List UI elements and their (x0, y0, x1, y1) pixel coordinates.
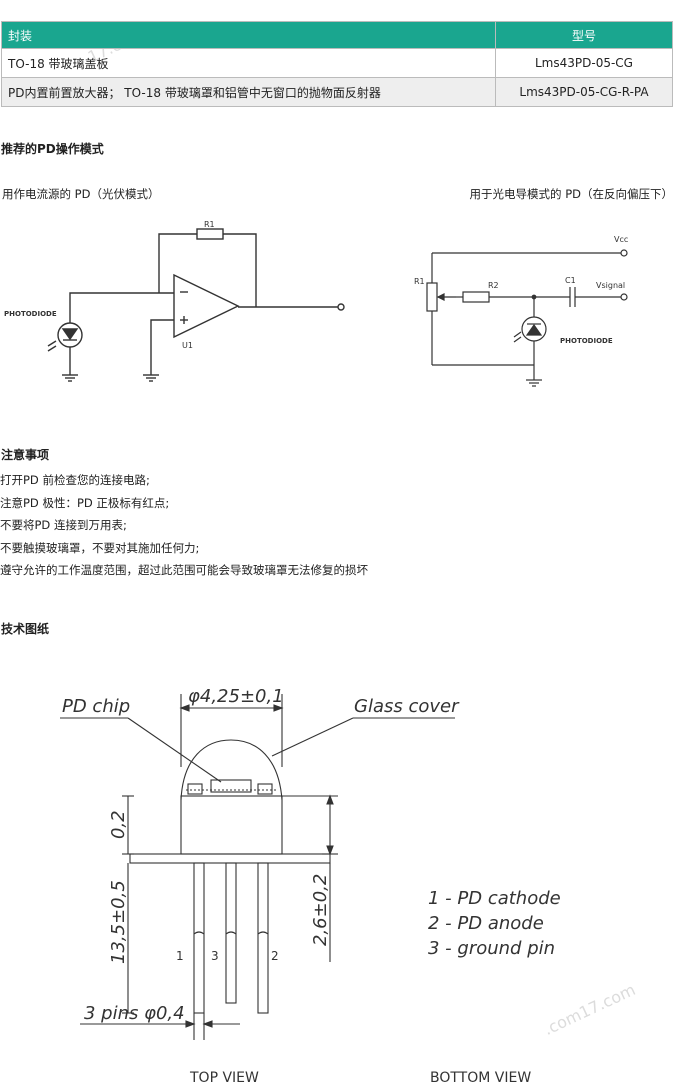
pd-chip-label: PD chip (62, 696, 130, 717)
legend-pin-1: 1 - PD cathode (428, 888, 561, 909)
photodiode-label: PHOTODIODE (4, 310, 57, 318)
r1-label: R1 (414, 277, 425, 286)
pin-label-3: 3 (211, 949, 219, 963)
modes-title: 推荐的PD操作模式 (1, 142, 104, 156)
table-row: PD内置前置放大器； TO-18 带玻璃罩和铝管中无窗口的抛物面反射器 Lms4… (1, 77, 673, 107)
table-cell-model: Lms43PD-05-CG (495, 48, 673, 78)
left-circuit-caption: 用作电流源的 PD（光伏模式） (2, 187, 160, 201)
list-item: 不要将PD 连接到万用表; (0, 518, 127, 532)
table-header-package: 封装 (1, 21, 496, 49)
legend-pin-2: 2 - PD anode (428, 913, 544, 934)
photovoltaic-circuit-diagram: R1 U1 PHOTODIODE (4, 220, 345, 382)
list-item: 不要触摸玻璃罩，不要对其施加任何力; (0, 540, 200, 555)
vcc-label: Vcc (614, 235, 628, 244)
drawing-title: 技术图纸 (1, 622, 50, 636)
diameter-label: φ4,25±0,1 (188, 686, 284, 707)
top-view-label: TOP VIEW (189, 1070, 259, 1086)
glass-cover-label: Glass cover (354, 696, 460, 717)
table-header-row: 封装 型号 (1, 21, 673, 49)
list-item: 遵守允许的工作温度范围，超过此范围可能会导致玻璃罩无法修复的损坏 (0, 563, 368, 577)
r1-label: R1 (204, 220, 215, 229)
pins-dimension-label: 3 pins φ0,4 (84, 1003, 185, 1024)
table-row: TO-18 带玻璃盖板 Lms43PD-05-CG (1, 48, 673, 78)
photoconductive-circuit-diagram: Vcc Vsignal R1 R2 C1 PHOTODIODE (414, 235, 628, 387)
bottom-view-label: BOTTOM VIEW (430, 1070, 531, 1086)
c1-label: C1 (565, 276, 576, 285)
u1-label: U1 (182, 341, 193, 350)
photodiode-label: PHOTODIODE (560, 337, 613, 345)
legend-pin-3: 3 - ground pin (428, 938, 555, 959)
table-cell-package: TO-18 带玻璃盖板 (1, 48, 496, 78)
notes-title: 注意事项 (1, 448, 50, 462)
vsignal-label: Vsignal (596, 281, 625, 290)
pin-label-1: 1 (176, 949, 184, 963)
technical-drawing: PD chip φ4,25±0,1 Glass cover 0,2 13,5±0… (60, 686, 561, 1086)
table-header-model: 型号 (495, 21, 673, 49)
table-cell-package: PD内置前置放大器； TO-18 带玻璃罩和铝管中无窗口的抛物面反射器 (1, 77, 496, 107)
dimension-13-5: 13,5±0,5 (108, 880, 129, 964)
pin-label-2: 2 (271, 949, 279, 963)
table-cell-model: Lms43PD-05-CG-R-PA (495, 77, 673, 107)
dimension-0-2: 0,2 (108, 810, 129, 839)
r2-label: R2 (488, 281, 499, 290)
right-circuit-caption: 用于光电导模式的 PD（在反向偏压下） (469, 187, 673, 201)
dimension-2-6: 2,6±0,2 (310, 874, 331, 946)
list-item: 注意PD 极性：PD 正极标有红点; (0, 495, 170, 510)
package-table: 封装 型号 TO-18 带玻璃盖板 Lms43PD-05-CG PD内置前置放大… (1, 21, 673, 107)
list-item: 打开PD 前检查您的连接电路; (0, 473, 150, 487)
notes-list: 打开PD 前检查您的连接电路; 注意PD 极性：PD 正极标有红点; 不要将PD… (0, 469, 368, 582)
